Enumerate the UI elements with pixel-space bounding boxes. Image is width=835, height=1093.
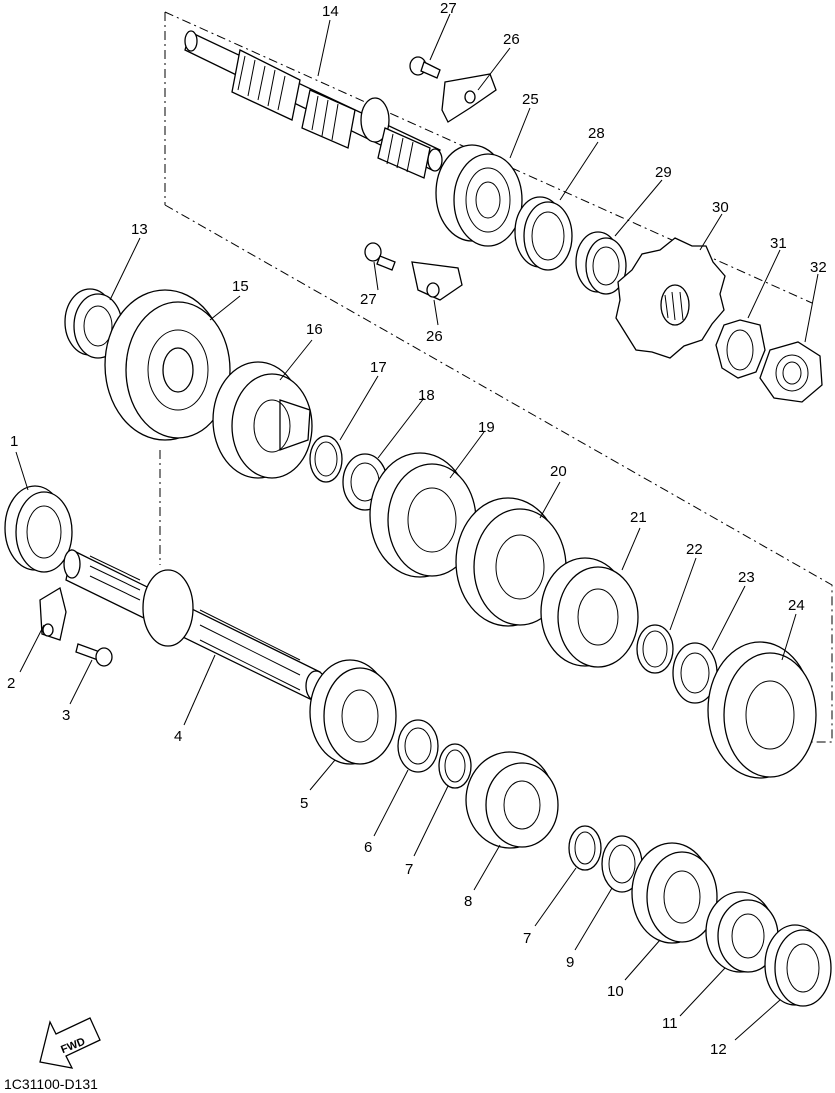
circlip-17 bbox=[309, 435, 343, 483]
circlip-7-lower bbox=[568, 825, 602, 871]
gear-24 bbox=[707, 641, 817, 779]
leader-lines bbox=[15, 13, 819, 1041]
washer-6 bbox=[397, 719, 439, 773]
gear-5 bbox=[309, 659, 397, 765]
main-axle-4 bbox=[63, 549, 327, 702]
callout-18: 18 bbox=[418, 387, 435, 404]
callout-14: 14 bbox=[322, 3, 339, 20]
stopper-plate-26-upper bbox=[441, 73, 497, 123]
callout-labels: 1 2 3 4 5 6 7 7 8 9 10 11 12 13 14 15 16… bbox=[7, 0, 827, 1058]
callout-28: 28 bbox=[588, 125, 605, 142]
callout-16: 16 bbox=[306, 321, 323, 338]
callout-8: 8 bbox=[464, 893, 472, 910]
bolt-3 bbox=[75, 643, 113, 667]
collar-29 bbox=[575, 231, 627, 295]
drive-axle bbox=[184, 30, 443, 179]
gear-11 bbox=[705, 891, 779, 973]
callout-31: 31 bbox=[770, 235, 787, 252]
drawing-code: 1C31100-D131 bbox=[4, 1076, 98, 1092]
callout-10: 10 bbox=[607, 983, 624, 1000]
callout-25: 25 bbox=[522, 91, 539, 108]
callout-26-upper: 26 bbox=[503, 31, 520, 48]
assembly-boundary-line-right bbox=[164, 204, 833, 743]
circlip-7-upper bbox=[438, 743, 472, 789]
bearing-25 bbox=[435, 144, 523, 247]
callout-19: 19 bbox=[478, 419, 495, 436]
washer-9 bbox=[601, 835, 643, 893]
callout-4: 4 bbox=[174, 728, 182, 745]
oil-seal-28 bbox=[514, 196, 573, 271]
stopper-plate-2 bbox=[39, 586, 67, 641]
bearing-12 bbox=[764, 924, 832, 1007]
gear-19 bbox=[369, 452, 477, 578]
gear-10 bbox=[631, 842, 718, 944]
bolt-27-middle bbox=[364, 242, 396, 271]
callout-23: 23 bbox=[738, 569, 755, 586]
callout-29: 29 bbox=[655, 164, 672, 181]
callout-22: 22 bbox=[686, 541, 703, 558]
callout-12: 12 bbox=[710, 1041, 727, 1058]
callout-5: 5 bbox=[300, 795, 308, 812]
drive-axle-splines bbox=[231, 49, 431, 179]
callout-17: 17 bbox=[370, 359, 387, 376]
callout-2: 2 bbox=[7, 675, 15, 692]
bearing-1 bbox=[4, 485, 73, 573]
gear-16 bbox=[212, 361, 313, 479]
callout-9: 9 bbox=[566, 954, 574, 971]
callout-32: 32 bbox=[810, 259, 827, 276]
callout-27-middle: 27 bbox=[360, 291, 377, 308]
callout-3: 3 bbox=[62, 707, 70, 724]
stopper-plate-26-middle bbox=[411, 261, 463, 301]
callout-24: 24 bbox=[788, 597, 805, 614]
fwd-arrow-icon: FWD bbox=[39, 1017, 101, 1069]
callout-7-lower: 7 bbox=[523, 930, 531, 947]
nut-32 bbox=[759, 341, 823, 403]
callout-13: 13 bbox=[131, 221, 148, 238]
callout-1: 1 bbox=[10, 433, 18, 450]
callout-27-upper: 27 bbox=[440, 0, 457, 17]
gear-21 bbox=[540, 557, 639, 668]
callout-21: 21 bbox=[630, 509, 647, 526]
bolt-27-upper bbox=[409, 56, 441, 79]
callout-30: 30 bbox=[712, 199, 729, 216]
callout-6: 6 bbox=[364, 839, 372, 856]
circlip-22 bbox=[636, 624, 674, 674]
callout-20: 20 bbox=[550, 463, 567, 480]
callout-15: 15 bbox=[232, 278, 249, 295]
lock-washer-31 bbox=[715, 319, 766, 379]
callout-26-middle: 26 bbox=[426, 328, 443, 345]
callout-7-upper: 7 bbox=[405, 861, 413, 878]
gear-15 bbox=[104, 289, 231, 441]
callout-11: 11 bbox=[662, 1015, 678, 1032]
drive-sprocket-30 bbox=[615, 237, 726, 359]
gear-8 bbox=[465, 751, 559, 849]
